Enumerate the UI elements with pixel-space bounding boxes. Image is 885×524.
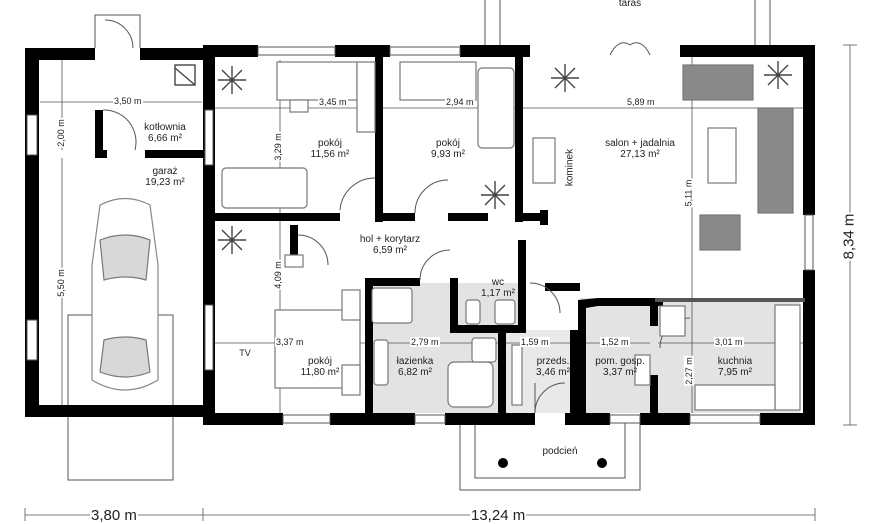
room-name: taras: [618, 0, 642, 9]
porch-column: [498, 458, 508, 468]
room-area: 3,46 m²: [536, 367, 570, 378]
dim-bottom-left: 3,80 m: [90, 507, 138, 524]
room-label-podcien: podcień: [535, 446, 585, 457]
dim-total-height: 8,34 m: [840, 212, 858, 261]
room-area: 6,59 m²: [373, 245, 407, 256]
room-label-taras: taras: [615, 0, 645, 9]
dim-pokoj1-width: 3,45 m: [318, 97, 348, 107]
room-label-pokoj-3: pokój 11,80 m²: [285, 356, 355, 378]
room-label-garaz: garaż 19,23 m²: [130, 166, 200, 188]
windows: [26, 46, 814, 424]
room-label-kotlownia: kotłownia 6,66 m²: [130, 122, 200, 144]
room-area: 27,13 m²: [620, 149, 660, 160]
room-area: 3,37 m²: [603, 367, 637, 378]
dim-lazienka-width: 2,79 m: [410, 337, 440, 347]
room-label-salon: salon + jadalnia 27,13 m²: [590, 138, 690, 160]
room-label-kominek: kominek: [565, 148, 576, 188]
room-label-pokoj-2: pokój 9,93 m²: [418, 138, 478, 160]
room-name: salon + jadalnia: [605, 138, 675, 149]
room-label-kuchnia: kuchnia 7,95 m²: [705, 356, 765, 378]
room-name: podcień: [542, 446, 578, 457]
room-label-pom-gosp: pom. gosp. 3,37 m²: [590, 356, 650, 378]
room-name: garaż: [152, 166, 178, 177]
dim-kuchnia-height: 2,27 m: [683, 356, 694, 386]
room-area: 6,66 m²: [148, 133, 182, 144]
furniture: [91, 61, 801, 411]
dim-kotlownia-height: 2,00 m: [55, 118, 66, 148]
room-area: 1,17 m²: [481, 288, 515, 299]
room-name: wc: [491, 277, 505, 288]
room-name: kuchnia: [717, 356, 753, 367]
room-name: pom. gosp.: [595, 356, 645, 367]
room-area: 11,80 m²: [300, 367, 340, 378]
tv-text: TV: [239, 348, 251, 358]
room-name: pokój: [318, 138, 342, 149]
dim-pokoj1-height: 3,29 m: [272, 132, 283, 162]
room-area: 19,23 m²: [145, 177, 185, 188]
room-name: pokój: [436, 138, 460, 149]
dim-pokoj3-height: 4,09 m: [272, 260, 283, 290]
room-area: 11,56 m²: [310, 149, 350, 160]
dim-przeds-width: 1,59 m: [520, 337, 550, 347]
dim-bottom-main: 13,24 m: [470, 507, 527, 524]
dim-salon-width: 5,89 m: [626, 97, 656, 107]
room-name: pokój: [308, 356, 332, 367]
room-name: hol + korytarz: [359, 234, 421, 245]
room-label-lazienka: łazienka 6,82 m²: [385, 356, 445, 378]
dim-pom-gosp-width: 1,52 m: [600, 337, 630, 347]
room-name: kotłownia: [144, 122, 186, 133]
plant-icons: [174, 61, 792, 254]
room-name: kominek: [564, 148, 576, 187]
room-name: łazienka: [396, 356, 434, 367]
room-area: 9,93 m²: [431, 149, 465, 160]
room-name: przeds.: [536, 356, 570, 367]
room-area: 6,82 m²: [398, 367, 432, 378]
room-label-wc: wc 1,17 m²: [476, 277, 520, 299]
porch-column: [597, 458, 607, 468]
dim-pokoj3-width: 3,37 m: [275, 337, 305, 347]
dim-pokoj2-width: 2,94 m: [445, 97, 475, 107]
room-label-pokoj-1: pokój 11,56 m²: [295, 138, 365, 160]
dim-salon-height: 5,11 m: [683, 178, 694, 208]
dim-kotlownia-width: 3,50 m: [113, 96, 143, 106]
room-area: 7,95 m²: [718, 367, 752, 378]
dim-garaz-height: 5,50 m: [55, 268, 66, 298]
room-label-przeds: przeds. 3,46 m²: [528, 356, 578, 378]
room-label-hol: hol + korytarz 6,59 m²: [345, 234, 435, 256]
dim-kuchnia-width: 3,01 m: [714, 337, 744, 347]
tv-label: TV: [237, 348, 253, 359]
